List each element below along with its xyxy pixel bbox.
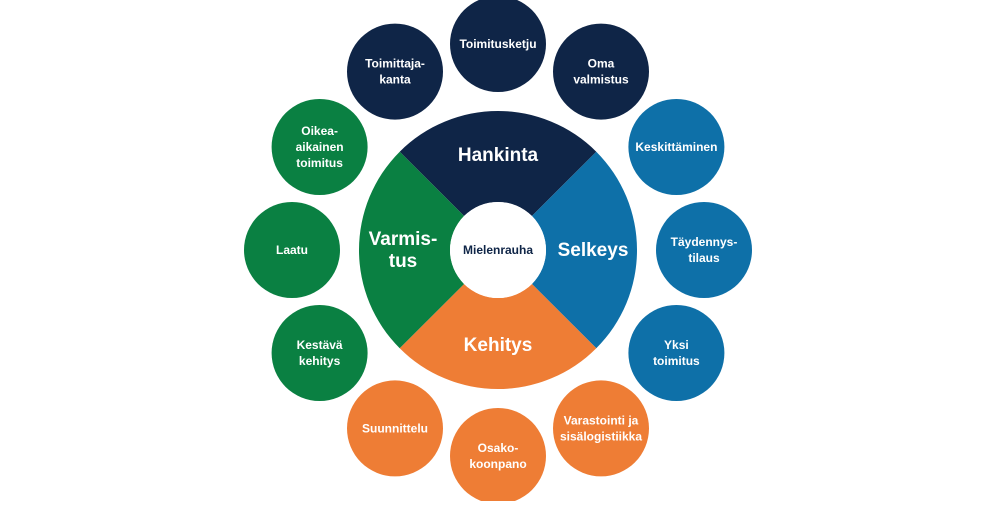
outer-circle-label: Suunnittelu <box>362 421 428 435</box>
label-line: kehitys <box>299 354 341 368</box>
label-line: Toimittaja- <box>365 57 425 71</box>
segment-label: Varmis-tus <box>369 229 438 272</box>
label-line: tus <box>389 251 418 272</box>
label-line: Oikea- <box>301 124 338 138</box>
label-line: sisälogistiikka <box>560 429 642 443</box>
outer-circle-label: Oikea-aikainen toimitus <box>296 124 344 170</box>
outer-item: Oikea-aikainen toimitus <box>271 99 368 195</box>
outer-circle <box>628 99 725 195</box>
label-line: Oma <box>588 57 615 71</box>
label-line: toimitus <box>653 354 700 368</box>
outer-circle-label: Täydennys-tilaus <box>671 235 738 265</box>
outer-circle-label: Toimittaja-kanta <box>365 57 425 87</box>
segment-bottom: Kehitys <box>399 283 597 390</box>
label-line: Keskittäminen <box>635 140 717 154</box>
outer-circle-label: Osako-koonpano <box>469 441 526 471</box>
label-line: Suunnittelu <box>362 421 428 435</box>
outer-item: Yksi toimitus <box>628 305 725 401</box>
label-line: Täydennys- <box>671 235 738 249</box>
segment-shape <box>358 151 465 349</box>
outer-circle <box>628 305 725 401</box>
outer-item: Suunnittelu <box>347 380 443 477</box>
label-line: Varastointi ja <box>564 413 639 427</box>
outer-item: Laatu <box>244 202 340 298</box>
outer-item: Varastointi ja sisälogistiikka <box>553 380 649 477</box>
segment-top: Hankinta <box>399 110 597 217</box>
outer-circle-label: Toimitusketju <box>459 37 536 51</box>
outer-item: Osako-koonpano <box>450 408 546 504</box>
segment-label: Kehitys <box>464 335 533 356</box>
label-line: Kehitys <box>464 335 533 356</box>
label-line: Osako- <box>478 441 519 455</box>
segment-shape <box>399 110 597 217</box>
label-line: Laatu <box>276 243 308 257</box>
label-line: toimitus <box>296 156 343 170</box>
outer-item: Toimitusketju <box>450 0 546 92</box>
label-line: valmistus <box>573 73 629 87</box>
outer-item: Toimittaja-kanta <box>347 23 443 120</box>
segment-label: Hankinta <box>458 145 539 166</box>
segment-right: Selkeys <box>531 151 638 349</box>
center-group: Mielenrauha <box>450 202 546 298</box>
outer-item: Keskittäminen <box>628 99 725 195</box>
label-line: kanta <box>379 73 411 87</box>
outer-circle <box>244 202 340 298</box>
outer-item: Täydennys-tilaus <box>656 202 752 298</box>
outer-item: Kestävä kehitys <box>271 305 368 401</box>
segment-shape <box>531 151 638 349</box>
outer-circle <box>656 202 752 298</box>
outer-circle <box>347 380 443 477</box>
outer-circle-label: Yksi toimitus <box>653 338 700 368</box>
outer-circle <box>450 0 546 92</box>
center-label: Mielenrauha <box>463 243 533 257</box>
outer-circle-label: Keskittäminen <box>635 140 717 154</box>
outer-circle <box>347 23 443 120</box>
label-line: Kestävä <box>297 338 343 352</box>
label-line: koonpano <box>469 457 526 471</box>
outer-circle-label: Kestävä kehitys <box>297 338 343 368</box>
outer-item: Oma valmistus <box>553 23 649 120</box>
label-line: Hankinta <box>458 145 539 166</box>
outer-circle <box>450 408 546 504</box>
outer-circle <box>553 380 649 477</box>
label-line: Toimitusketju <box>459 37 536 51</box>
segment-label: Selkeys <box>558 240 629 261</box>
label-line: Selkeys <box>558 240 629 261</box>
outer-circle <box>553 23 649 120</box>
outer-circle-label: Oma valmistus <box>573 57 629 87</box>
outer-circle <box>271 99 368 195</box>
outer-circle <box>271 305 368 401</box>
center-circle <box>450 202 546 298</box>
label-line: Varmis- <box>369 229 438 250</box>
outer-circle-label: Laatu <box>276 243 308 257</box>
outer-circle-label: Varastointi ja sisälogistiikka <box>560 413 642 443</box>
label-line: tilaus <box>688 251 720 265</box>
label-line: aikainen <box>296 140 344 154</box>
segment-left: Varmis-tus <box>358 151 465 349</box>
segment-shape <box>399 283 597 390</box>
label-line: Yksi <box>664 338 689 352</box>
